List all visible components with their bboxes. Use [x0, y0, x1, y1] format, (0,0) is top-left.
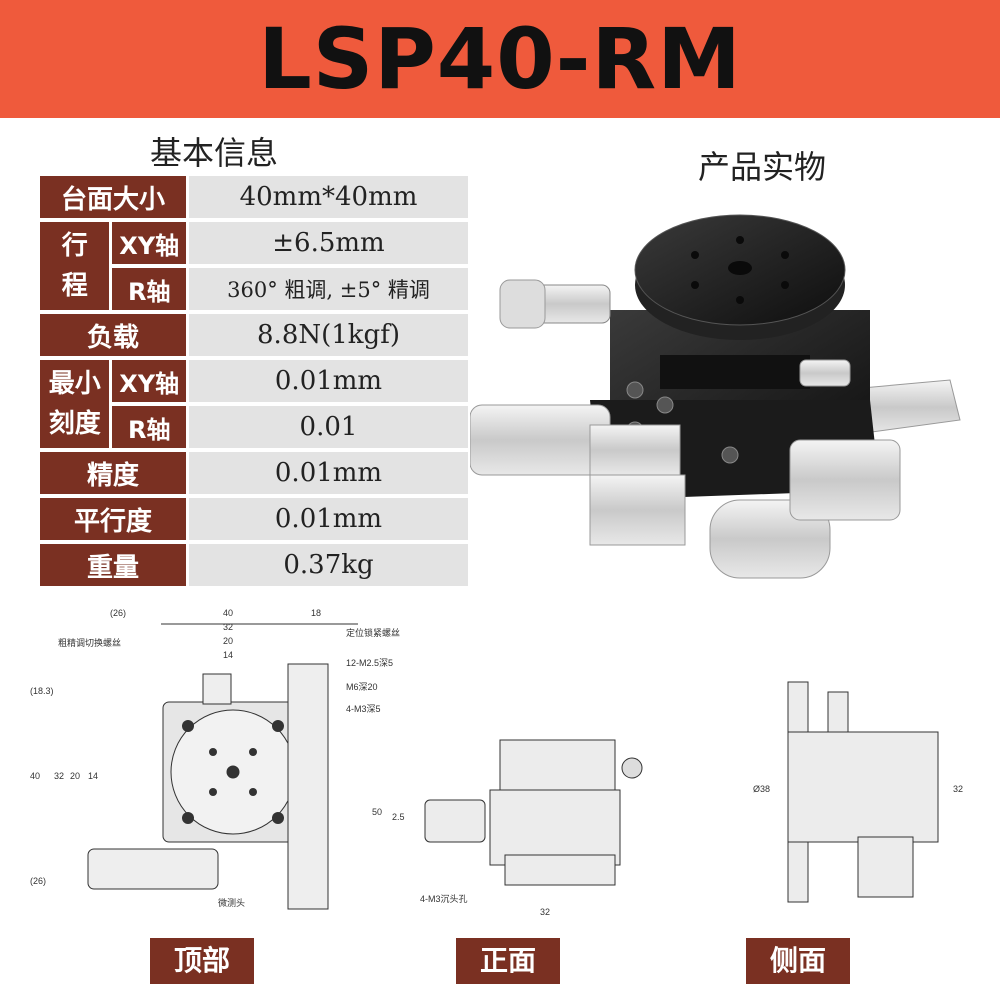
spec-value-resolution-r: 0.01 — [189, 406, 468, 448]
spec-label-resolution-xy: XY轴 — [112, 360, 189, 402]
table-row: 负载 8.8N(1kgf) — [40, 314, 468, 356]
spec-label-parallelism: 平行度 — [40, 498, 189, 540]
dim-left-20: 20 — [70, 771, 80, 781]
callout-switch-screw: 粗精调切换螺丝 — [58, 637, 121, 648]
dim-front-50: 50 — [372, 807, 382, 817]
spec-value-resolution-xy: 0.01mm — [189, 360, 468, 402]
spec-label-size: 台面大小 — [40, 176, 189, 218]
product-title: LSP40-RM — [258, 10, 742, 108]
dim-top-26: (26) — [110, 608, 126, 618]
table-row: 精度 0.01mm — [40, 452, 468, 494]
spec-value-size: 40mm*40mm — [189, 176, 468, 218]
spec-value-travel-r: 360° 粗调, ±5° 精调 — [189, 268, 468, 310]
table-row: 行程 XY轴 ±6.5mm — [40, 222, 468, 310]
spec-label-travel-r: R轴 — [112, 268, 189, 310]
side-view-drawing: Ø38 32 — [753, 681, 963, 903]
specs-heading: 基本信息 — [150, 134, 279, 172]
top-view-drawing: (26) 40 32 20 14 18 (18.3) 40 32 20 14 (… — [30, 608, 400, 910]
dim-front-2-5: 2.5 — [392, 812, 405, 822]
callout-countersink: 4-M3沉头孔 — [420, 894, 468, 904]
table-row: 台面大小 40mm*40mm — [40, 176, 468, 218]
spec-label-resolution-r: R轴 — [112, 406, 189, 448]
spec-label-travel-xy: XY轴 — [112, 222, 189, 264]
front-view-drawing: 50 2.5 32 4-M3沉头孔 — [372, 739, 643, 917]
dim-side-38: Ø38 — [753, 784, 770, 794]
table-row: R轴 0.01 — [40, 406, 468, 448]
dim-top-40: 40 — [223, 608, 233, 618]
spec-label-travel: 行程 — [40, 222, 113, 310]
label-front-view: 正面 — [456, 938, 560, 984]
spec-label-accuracy: 精度 — [40, 452, 189, 494]
dim-top-32: 32 — [223, 622, 233, 632]
callout-micrometer-head: 微测头 — [218, 897, 245, 908]
dim-left-26: (26) — [30, 876, 46, 886]
spec-label-weight: 重量 — [40, 544, 189, 586]
spec-value-travel-xy: ±6.5mm — [189, 222, 468, 264]
dim-left-14: 14 — [88, 771, 98, 781]
dim-top-14: 14 — [223, 650, 233, 660]
dim-left-40: 40 — [30, 771, 40, 781]
dim-side-32: 32 — [953, 784, 963, 794]
dim-top-18: 18 — [311, 608, 321, 618]
label-side-view: 侧面 — [746, 938, 850, 984]
table-row: 平行度 0.01mm — [40, 498, 468, 540]
spec-value-accuracy: 0.01mm — [189, 452, 468, 494]
spec-label-resolution: 最小刻度 — [40, 360, 113, 448]
resolution-label-text: 最小刻度 — [48, 369, 101, 439]
spec-value-load: 8.8N(1kgf) — [189, 314, 468, 356]
callout-m6: M6深20 — [346, 682, 378, 692]
spec-value-parallelism: 0.01mm — [189, 498, 468, 540]
dim-left-18-3: (18.3) — [30, 686, 54, 696]
spec-table: 台面大小 40mm*40mm 行程 XY轴 ±6.5mm R轴 360° 粗调,… — [40, 172, 468, 590]
product-photo — [470, 214, 961, 579]
callout-m3: 4-M3深5 — [346, 704, 381, 714]
callout-lock-screw: 定位锁紧螺丝 — [346, 627, 400, 638]
dim-front-32: 32 — [540, 907, 550, 917]
dim-top-20: 20 — [223, 636, 233, 646]
label-top-view: 顶部 — [150, 938, 254, 984]
title-banner: LSP40-RM — [0, 0, 1000, 118]
spec-label-load: 负载 — [40, 314, 189, 356]
dim-left-32: 32 — [54, 771, 64, 781]
spec-value-weight: 0.37kg — [189, 544, 468, 586]
photo-heading: 产品实物 — [698, 148, 827, 186]
callout-m2-5: 12-M2.5深5 — [346, 658, 393, 668]
travel-label-text: 行程 — [61, 231, 88, 301]
table-row: 重量 0.37kg — [40, 544, 468, 586]
table-row: R轴 360° 粗调, ±5° 精调 — [40, 268, 468, 310]
table-row: 最小刻度 XY轴 0.01mm — [40, 360, 468, 448]
